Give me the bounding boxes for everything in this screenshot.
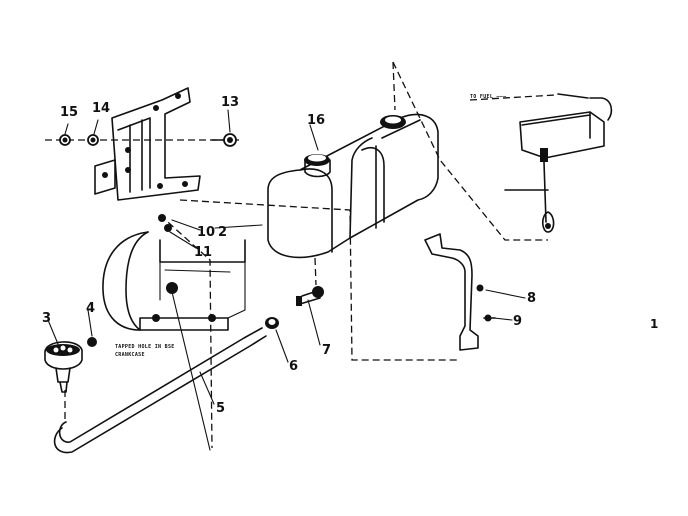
callout-4: 4 [86,301,95,316]
callout-8: 8 [527,291,536,306]
engine-crankcase [102,231,246,331]
grommet-part-4 [87,337,97,347]
callout-3: 3 [42,311,51,326]
note-tapped-hole-line2: CRANKCASE [115,352,145,358]
shutoff-valve-part-7 [296,286,324,306]
callout-11: 11 [194,245,212,260]
note-tapped-hole-line1: TAPPED HOLE IN BSE [115,344,175,350]
fuel-filter-box [504,93,613,233]
callout-5: 5 [216,401,225,416]
callout-6: 6 [289,359,298,374]
fitting-part-10 [158,214,172,232]
callout-2: 2 [218,225,227,240]
mounting-bracket [94,87,201,201]
callout-16: 16 [307,113,325,128]
leader-lines [47,109,526,451]
callout-14: 14 [92,101,110,116]
fuel-cap-part-16 [304,154,331,178]
tank-support-bracket [424,233,496,351]
callout-15: 15 [60,105,78,120]
callout-1: 1 [650,317,658,331]
note-to-fuel: TO FUEL ——— [470,94,507,100]
nut-part-15 [59,134,71,146]
tank-rear-neck [380,115,406,129]
primer-bulb-part-3 [44,341,83,393]
nut-part-14 [87,134,99,146]
clamp-part-6 [265,317,279,329]
callout-9: 9 [513,314,522,329]
fuel-line-part-5 [53,327,267,454]
assembly-guide-lines [45,61,556,449]
fuel-tank [267,113,439,259]
callout-13: 13 [221,95,239,110]
bolt-part-13 [211,133,237,147]
callout-7: 7 [322,343,331,358]
callout-10: 10 [197,225,215,240]
